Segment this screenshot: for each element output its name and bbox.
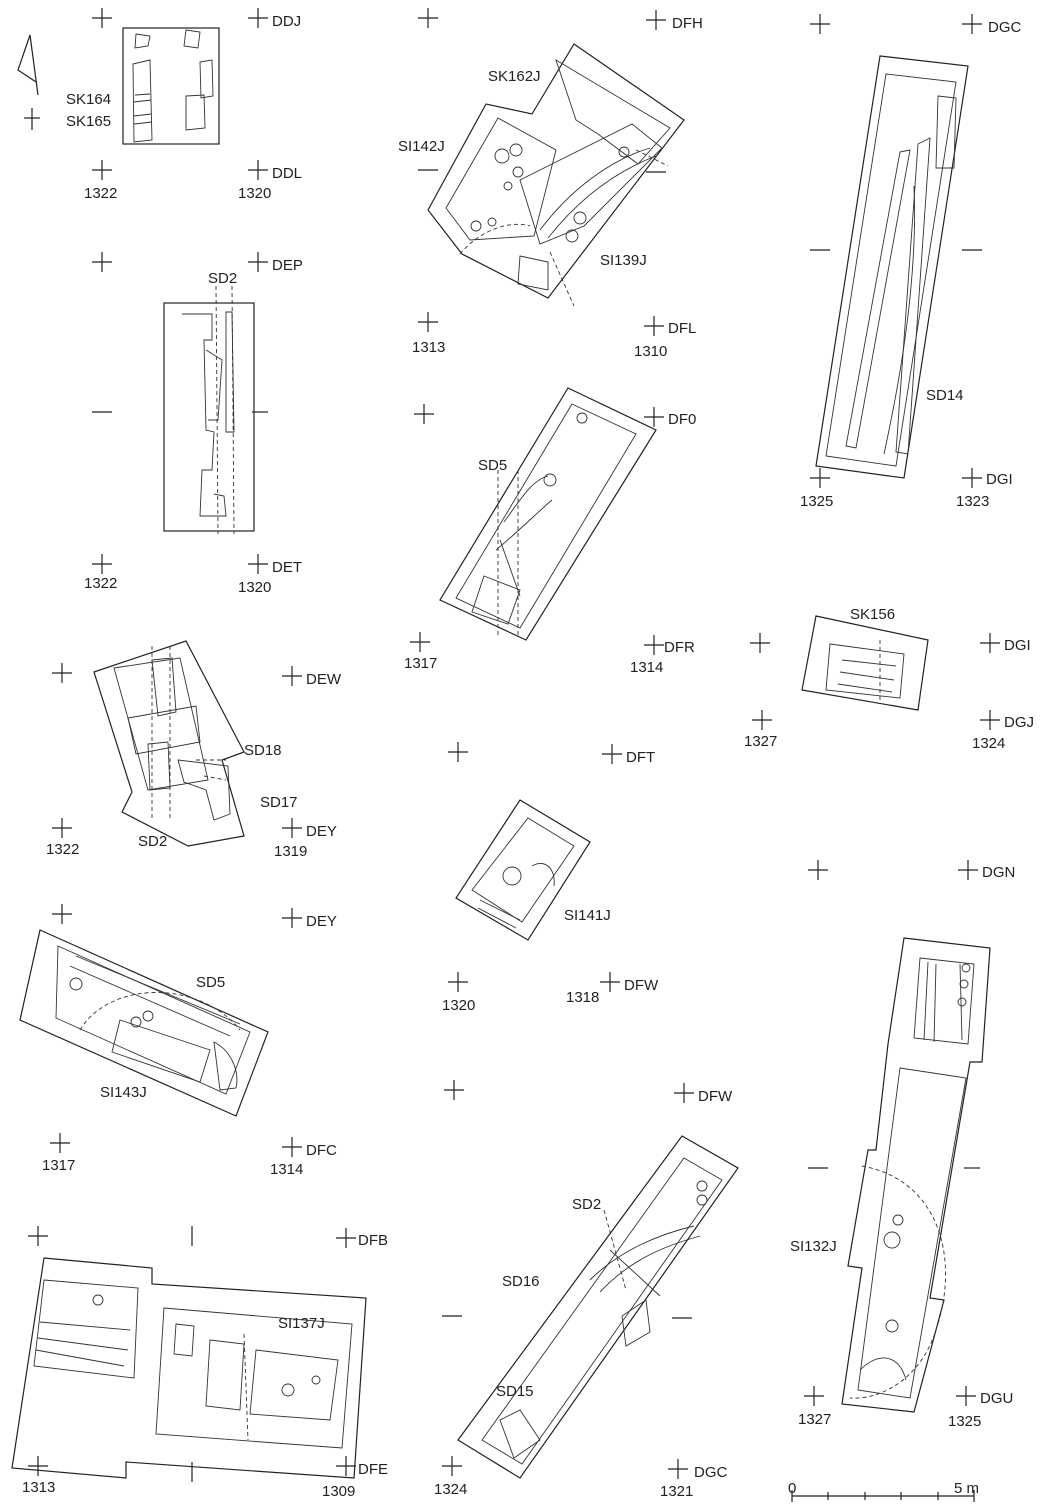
grid-number: 1318 (566, 989, 599, 1006)
feature-label-sk162j: SK162J (488, 68, 541, 85)
grid-number: 1324 (972, 735, 1005, 752)
feature-label-si143j: SI143J (100, 1084, 147, 1101)
grid-number: 1319 (274, 843, 307, 860)
grid-number: 1309 (322, 1483, 355, 1500)
feature-label-sk156: SK156 (850, 606, 895, 623)
grid-number: 1314 (630, 659, 663, 676)
feature-label-sd17: SD17 (260, 794, 298, 811)
feature-label-sk164: SK164 (66, 91, 111, 108)
grid-label-dgu: DGU (980, 1390, 1013, 1407)
feature-label-si137j: SI137J (278, 1315, 325, 1332)
grid-label-dft: DFT (626, 749, 655, 766)
grid-number: 1324 (434, 1481, 467, 1498)
feature-sd14-plan (815, 55, 969, 479)
feature-label-sd2-upper: SD2 (208, 270, 237, 287)
feature-si137j-plan (11, 1257, 367, 1479)
grid-crosses (28, 8, 1000, 1482)
grid-label-ddj: DDJ (272, 13, 301, 30)
feature-label-sd2-lower: SD2 (572, 1196, 601, 1213)
feature-si143j-plan (19, 929, 269, 1117)
grid-number: 1325 (948, 1413, 981, 1430)
scale-label-end: 5 m (954, 1480, 979, 1497)
grid-number: 1322 (84, 185, 117, 202)
grid-number: 1314 (270, 1161, 303, 1178)
grid-number: 1322 (46, 841, 79, 858)
grid-label-dey-upper: DEY (306, 823, 337, 840)
grid-label-dfc: DFC (306, 1142, 337, 1159)
grid-label-dgc-upper: DGC (988, 19, 1022, 36)
feature-sk156-plan (801, 615, 929, 711)
grid-label-dfe: DFE (358, 1461, 388, 1478)
north-arrow-icon (17, 34, 40, 130)
grid-number: 1310 (634, 343, 667, 360)
grid-label-dew: DEW (306, 671, 342, 688)
feature-label-sd14: SD14 (926, 387, 964, 404)
scale-bar (791, 1490, 975, 1502)
grid-label-dfo: DF0 (668, 411, 696, 428)
scale-label-start: 0 (788, 1480, 796, 1497)
grid-label-dfb: DFB (358, 1232, 388, 1249)
feature-sd5-middle-plan (439, 387, 657, 641)
grid-label-ddl: DDL (272, 165, 302, 182)
grid-label-dfw-lower: DFW (698, 1088, 733, 1105)
feature-label-sd2-mid: SD2 (138, 833, 167, 850)
feature-sk164-plan (122, 27, 220, 145)
grid-number: 1313 (412, 339, 445, 356)
grid-label-dgn: DGN (982, 864, 1015, 881)
grid-label-dfl: DFL (668, 320, 696, 337)
grid-number: 1317 (42, 1157, 75, 1174)
feature-label-sd5-mid: SD5 (478, 457, 507, 474)
grid-label-dfw-upper: DFW (624, 977, 659, 994)
feature-sd18-plan (93, 640, 245, 847)
grid-number: 1323 (956, 493, 989, 510)
grid-number: 1317 (404, 655, 437, 672)
grid-number: 1327 (798, 1411, 831, 1428)
feature-label-sd16: SD16 (502, 1273, 540, 1290)
grid-label-det: DET (272, 559, 302, 576)
grid-number: 1322 (84, 575, 117, 592)
grid-number: 1320 (238, 185, 271, 202)
grid-number: 1313 (22, 1479, 55, 1496)
grid-number: 1320 (238, 579, 271, 596)
grid-label-dfh: DFH (672, 15, 703, 32)
feature-si142j-plan (427, 43, 685, 307)
grid-number: 1321 (660, 1483, 693, 1500)
feature-sd2-lower-plan (457, 1135, 739, 1479)
grid-number: 1320 (442, 997, 475, 1014)
feature-label-si139j: SI139J (600, 252, 647, 269)
grid-label-dgc-lower: DGC (694, 1464, 728, 1481)
feature-sd2-upper-plan (163, 285, 255, 535)
feature-label-sd5-left: SD5 (196, 974, 225, 991)
feature-label-si141j: SI141J (564, 907, 611, 924)
feature-label-si142j: SI142J (398, 138, 445, 155)
feature-label-si132j: SI132J (790, 1238, 837, 1255)
feature-si141j-plan (455, 799, 591, 941)
grid-label-dep: DEP (272, 257, 303, 274)
grid-number: 1325 (800, 493, 833, 510)
grid-number: 1327 (744, 733, 777, 750)
grid-label-dfr: DFR (664, 639, 695, 656)
grid-label-dgi-lower: DGI (1004, 637, 1031, 654)
grid-label-dgj: DGJ (1004, 714, 1034, 731)
feature-label-sk165: SK165 (66, 113, 111, 130)
grid-label-dgi-upper: DGI (986, 471, 1013, 488)
feature-label-sd15: SD15 (496, 1383, 534, 1400)
feature-si132j-plan (841, 937, 991, 1413)
feature-label-sd18: SD18 (244, 742, 282, 759)
grid-label-dey-lower: DEY (306, 913, 337, 930)
